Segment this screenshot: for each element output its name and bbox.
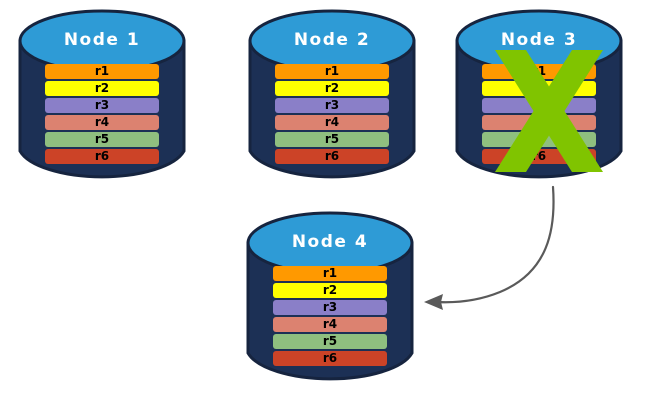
row-label: r5 [322, 334, 338, 348]
row-label: r2 [324, 81, 340, 95]
row-bar-r4[interactable]: r4 [45, 115, 159, 130]
row-bar-r3[interactable]: r3 [273, 300, 387, 315]
row-label: r1 [322, 266, 338, 280]
row-label: r1 [94, 64, 110, 78]
row-bar-r3[interactable]: r3 [275, 98, 389, 113]
row-label: r4 [324, 115, 340, 129]
row-label: r2 [322, 283, 338, 297]
row-bar-r5[interactable]: r5 [275, 132, 389, 147]
row-bar-r5[interactable]: r5 [45, 132, 159, 147]
row-bar-r6[interactable]: r6 [275, 149, 389, 164]
row-bar-r2[interactable]: r2 [273, 283, 387, 298]
row-label: r6 [94, 149, 110, 163]
row-bar-r1[interactable]: r1 [45, 64, 159, 79]
row-label: r3 [324, 98, 340, 112]
row-bar-r2[interactable]: r2 [45, 81, 159, 96]
row-label: r3 [94, 98, 110, 112]
row-bar-r4[interactable]: r4 [275, 115, 389, 130]
node-2-rows: r1 r2 r3 r4 r5 r6 [248, 64, 416, 164]
row-bar-r5[interactable]: r5 [273, 334, 387, 349]
row-label: r2 [94, 81, 110, 95]
row-label: r1 [324, 64, 340, 78]
row-bar-r6[interactable]: r6 [45, 149, 159, 164]
node-failure-x-icon [495, 50, 603, 172]
arrow-head-icon [424, 294, 443, 310]
row-bar-r3[interactable]: r3 [45, 98, 159, 113]
row-label: r6 [324, 149, 340, 163]
row-bar-r1[interactable]: r1 [273, 266, 387, 281]
node-4-rows: r1 r2 r3 r4 r5 r6 [246, 266, 414, 366]
row-bar-r1[interactable]: r1 [275, 64, 389, 79]
row-bar-r4[interactable]: r4 [273, 317, 387, 332]
row-label: r5 [94, 132, 110, 146]
row-label: r3 [322, 300, 338, 314]
node3-to-node4-arrow [434, 185, 555, 304]
row-label: r4 [322, 317, 338, 331]
row-label: r4 [94, 115, 110, 129]
node-1-rows: r1 r2 r3 r4 r5 r6 [18, 64, 186, 164]
row-bar-r6[interactable]: r6 [273, 351, 387, 366]
row-label: r6 [322, 351, 338, 365]
row-label: r5 [324, 132, 340, 146]
row-bar-r2[interactable]: r2 [275, 81, 389, 96]
